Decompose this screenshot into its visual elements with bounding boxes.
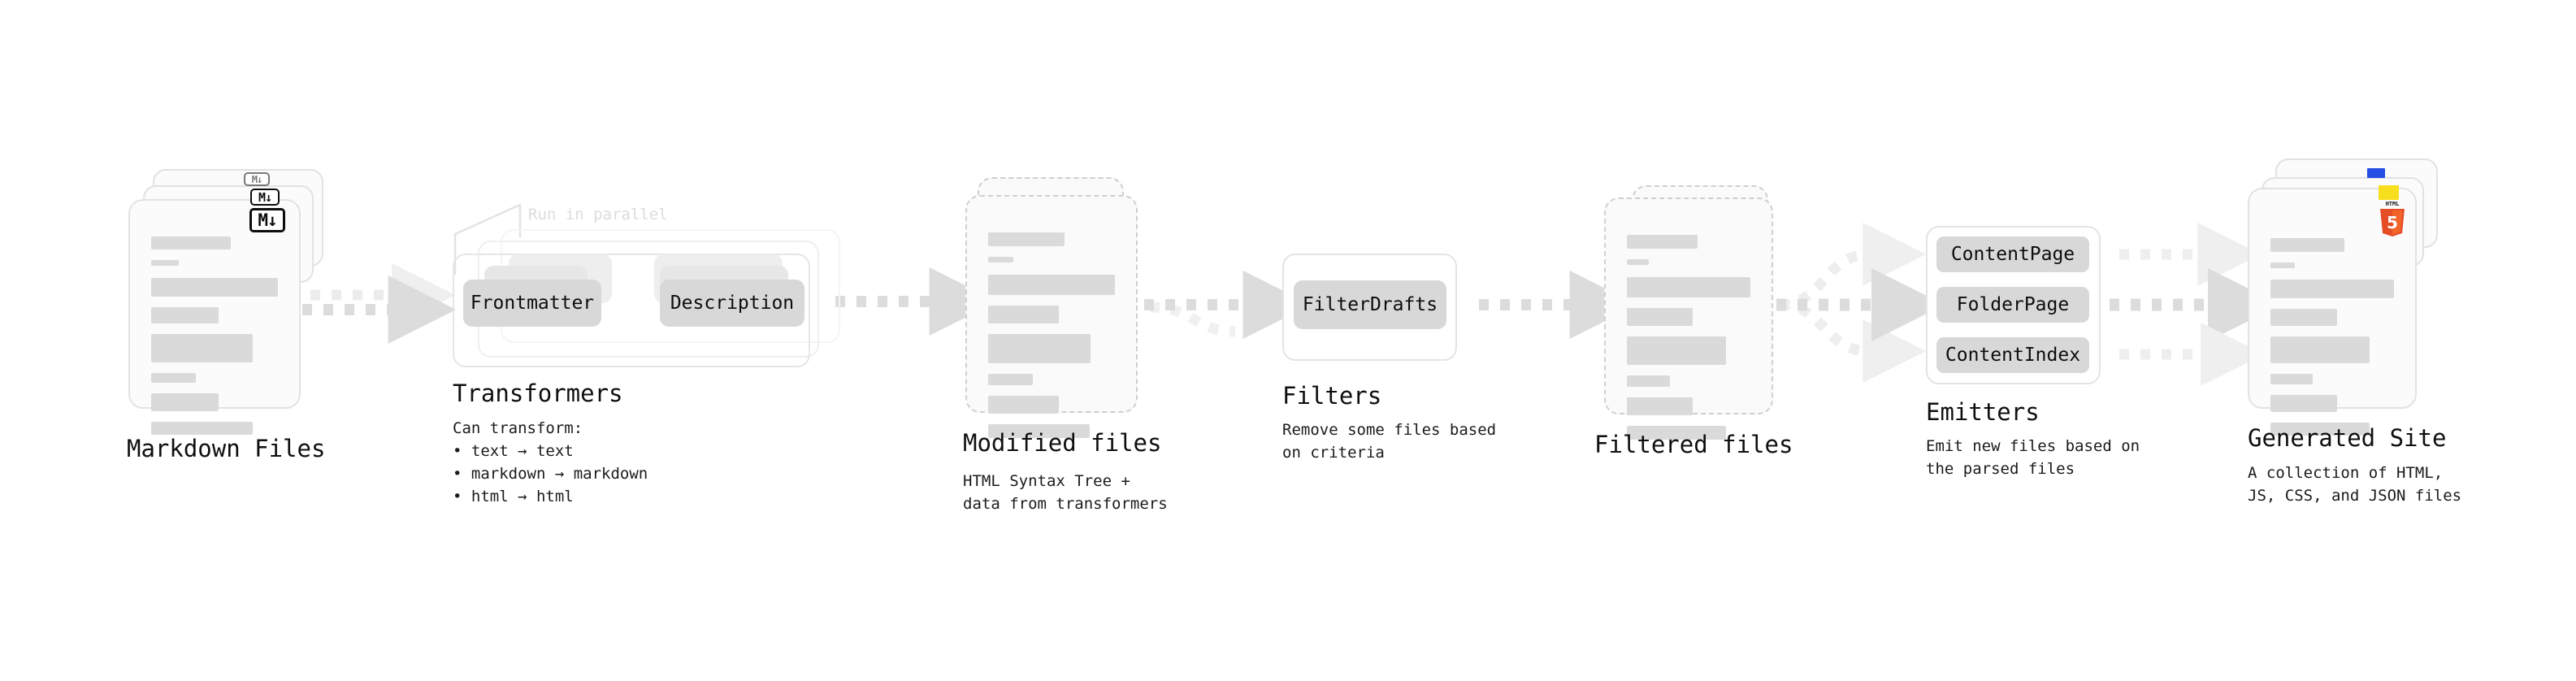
filters-description: Remove some files based on criteria [1282, 421, 1497, 462]
page-title-transformers: Transformers [453, 380, 623, 407]
bar [2270, 423, 2370, 436]
css3-icon [2367, 168, 2385, 178]
connector-markdown-to-transformers [302, 263, 457, 344]
filter-chip-filterdrafts[interactable]: FilterDrafts [1294, 280, 1446, 329]
connector-emitters-to-site [2110, 223, 2281, 386]
bar [151, 422, 253, 435]
svg-text:HTML: HTML [2386, 201, 2400, 207]
site-card-front [2248, 188, 2417, 436]
generated-site-description: A collection of HTML, JS, CSS, and JSON … [2248, 464, 2462, 505]
filtered-card-bars [1627, 235, 1750, 450]
bar [1627, 277, 1750, 297]
bar [151, 307, 219, 323]
modified-card-bars [988, 232, 1115, 449]
emitters-description: Emit new files based on the parsed files [1926, 437, 2140, 478]
bar [151, 236, 232, 249]
bar [2270, 395, 2338, 412]
bar [2270, 280, 2394, 298]
bar [1627, 308, 1693, 326]
bar [2270, 336, 2370, 363]
bar [1627, 375, 1671, 387]
bar [151, 260, 180, 266]
bar [2270, 374, 2313, 384]
svg-text:5: 5 [2387, 213, 2398, 232]
transformer-chip-description[interactable]: Description [660, 280, 804, 327]
bar [151, 393, 219, 411]
transformer-chip-frontmatter[interactable]: Frontmatter [463, 280, 601, 327]
page-title-filters: Filters [1282, 382, 1382, 410]
bar [1627, 235, 1698, 249]
modified-card-front [965, 195, 1138, 438]
emitter-chip-contentpage[interactable]: ContentPage [1936, 236, 2089, 272]
page-title-generated-site: Generated Site [2248, 424, 2447, 452]
bar [988, 306, 1060, 323]
transformers-description: Can transform: • text → text • markdown … [453, 419, 648, 505]
markdown-icon: M↓ [249, 208, 285, 232]
bar [988, 424, 1090, 438]
javascript-icon [2379, 185, 2399, 200]
bar [151, 278, 278, 297]
filtered-card-front [1604, 197, 1773, 440]
connector-filtered-to-emitters [1776, 223, 1945, 383]
emitter-chip-contentindex[interactable]: ContentIndex [1936, 337, 2089, 373]
modified-files-description: HTML Syntax Tree + data from transformer… [963, 472, 1168, 513]
bar [988, 232, 1065, 246]
bar [1627, 426, 1726, 440]
markdown-card-front [128, 199, 301, 435]
transformers-frame-front [453, 254, 810, 367]
markdown-card-bars [151, 236, 278, 445]
bar [2270, 238, 2345, 252]
bar [2270, 262, 2296, 268]
emitter-chip-folderpage[interactable]: FolderPage [1936, 287, 2089, 323]
page-title-markdown-files: Markdown Files [127, 435, 326, 462]
bar [988, 334, 1091, 363]
page-title-filtered-files: Filtered files [1594, 431, 1793, 458]
run-in-parallel-label: Run in parallel [528, 206, 668, 223]
bar [1627, 336, 1726, 365]
bar [988, 257, 1014, 262]
bar [1627, 397, 1693, 415]
page-title-modified-files: Modified files [963, 429, 1162, 457]
connector-modified-to-filters [1144, 271, 1312, 339]
html5-icon: HTML 5 [2377, 199, 2408, 236]
markdown-icon-ghost-2: M↓ [244, 172, 270, 186]
page-title-emitters: Emitters [1926, 398, 2040, 426]
bar [151, 373, 196, 383]
bar [988, 396, 1060, 414]
bar [2270, 309, 2338, 326]
bar [988, 275, 1115, 295]
bar [1627, 259, 1650, 265]
bar [988, 374, 1033, 385]
markdown-icon-ghost-1: M↓ [250, 189, 280, 206]
site-card-bars [2270, 238, 2394, 446]
bar [151, 334, 253, 362]
